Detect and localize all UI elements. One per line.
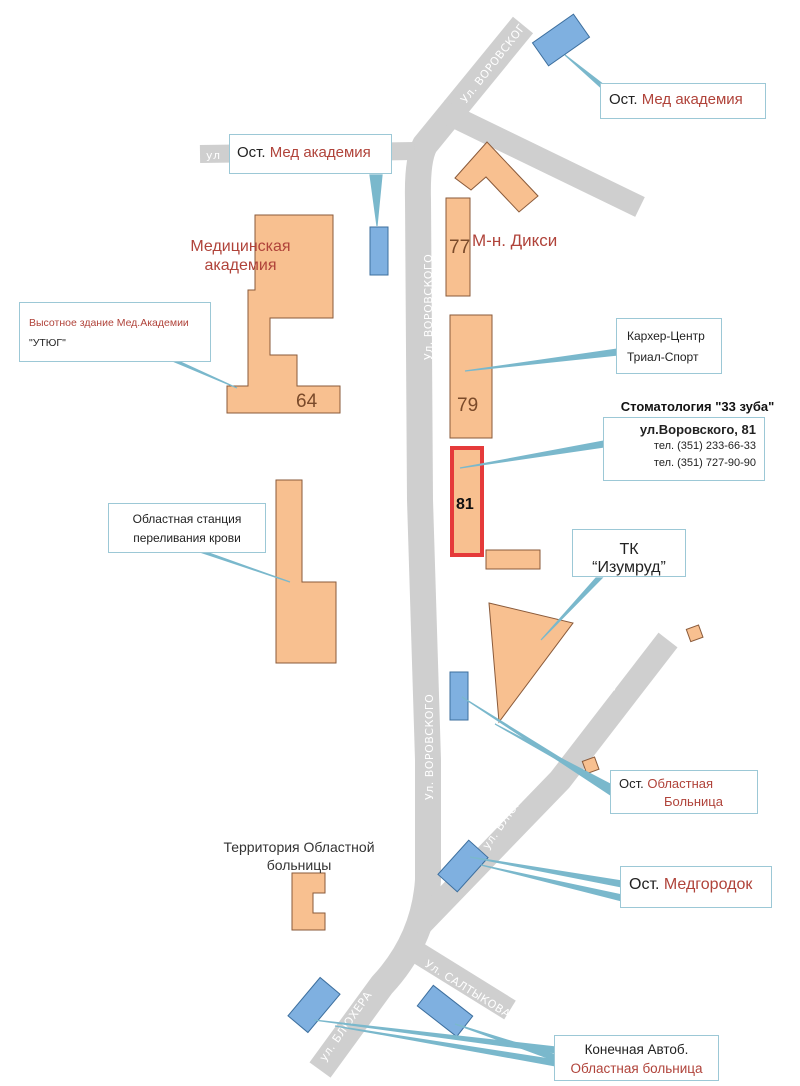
callout-tall-building-line1: Высотное здание Мед.Академии — [29, 317, 189, 329]
building-dixy-l — [454, 141, 539, 213]
label-dixy: М-н. Дикси — [472, 231, 558, 250]
callout-tall-building[interactable]: Высотное здание Мед.Академии "УТЮГ" — [19, 302, 211, 362]
callout-prefix: Ост. — [609, 91, 638, 108]
building-med-academy — [226, 214, 341, 414]
bus-stop-top-right[interactable] — [531, 13, 591, 67]
callout-karcher-line1: Кархер-Центр — [627, 329, 705, 343]
bus-stop-terminal-left[interactable] — [287, 976, 341, 1034]
callout-blood-station-line2: переливания крови — [133, 531, 241, 545]
callout-prefix: Ост. — [619, 776, 644, 791]
street-label-vorovskogo-low: Ул. ВОРОВСКОГО — [423, 694, 436, 800]
callout-terminal-bus[interactable]: Конечная Автоб. Областная больница — [554, 1035, 719, 1081]
callout-karcher[interactable]: Кархер-Центр Триал-Спорт — [616, 318, 722, 374]
callout-izumrud[interactable]: ТК “Изумруд” — [572, 529, 686, 577]
road-vorovskogo — [309, 16, 534, 1078]
bus-stop-medgorodok[interactable] — [437, 839, 489, 893]
building-hospital-territory — [291, 872, 326, 931]
building-blood-station — [275, 479, 337, 664]
bus-stops — [287, 13, 591, 1038]
callout-stop-med-top-right[interactable]: Ост. Мед академия — [600, 83, 766, 119]
callout-stop-medgorodok[interactable]: Ост. Медгородок — [620, 866, 772, 908]
callout-stop-name: Областная — [647, 776, 714, 791]
callout-stop-name: Мед академия — [641, 91, 743, 108]
callout-dentistry-address: ул.Воровского, 81 — [639, 422, 756, 437]
leader-lines — [169, 54, 623, 1067]
label-hospital-territory: Территория Областной больницы — [223, 839, 375, 873]
callout-prefix: Ост. — [629, 876, 660, 893]
callout-stop-hospital[interactable]: Ост. Областная Больница — [610, 770, 758, 814]
callout-terminal-line1: Конечная Автоб. — [584, 1042, 689, 1057]
bus-stop-hospital[interactable] — [449, 671, 469, 721]
building-number-79: 79 — [457, 395, 478, 416]
street-label-side-left: ул — [206, 149, 221, 162]
callout-dentistry-phone2: тел. (351) 727-90-90 — [653, 457, 756, 469]
callout-terminal-line2: Областная больница — [570, 1061, 703, 1076]
building-77 — [445, 197, 471, 297]
callout-prefix: Ост. — [237, 144, 266, 161]
building-small-square-a — [685, 624, 704, 643]
building-number-64: 64 — [296, 391, 318, 412]
callout-stop-name: Мед академия — [269, 144, 371, 161]
callout-tall-building-line2: "УТЮГ" — [29, 337, 66, 349]
road-upper-right — [435, 100, 645, 217]
building-small-right-81 — [485, 549, 541, 570]
leader-stop-med-left — [369, 174, 383, 227]
leader-medgorodok-a — [469, 856, 623, 888]
callout-stop-med-left[interactable]: Ост. Мед академия — [229, 134, 392, 174]
callout-karcher-line2: Триал-Спорт — [627, 350, 699, 364]
buildings — [226, 141, 704, 931]
callout-blood-station-line1: Областная станция — [132, 512, 242, 526]
street-label-vorovskogo-top: Ул. ВОРОВСКОГО — [458, 14, 534, 106]
callout-stop-name: Медгородок — [663, 876, 753, 893]
label-med-academy: Медицинская академия — [190, 238, 291, 274]
building-izumrud — [488, 602, 574, 724]
road-saltykova — [404, 938, 516, 1020]
callout-stop-hospital-line2: Больница — [664, 794, 723, 809]
callout-stop-hospital-line1: Ост. Областная — [619, 775, 749, 793]
callout-dentistry-title: Стоматология "33 зуба" — [620, 399, 775, 414]
street-label-vorovskogo-mid: Ул. ВОРОВСКОГО — [422, 254, 435, 360]
building-small-square-b — [581, 756, 600, 775]
callout-dentistry-phone1: тел. (351) 233-66-33 — [653, 440, 756, 452]
leader-tall-building — [169, 359, 238, 389]
building-number-81: 81 — [456, 496, 474, 513]
callout-blood-station[interactable]: Областная станция переливания крови — [108, 503, 266, 553]
building-79 — [449, 314, 493, 439]
building-number-77: 77 — [449, 237, 470, 258]
bus-stop-med-left[interactable] — [369, 226, 389, 276]
leader-izumrud — [540, 577, 604, 641]
callout-dentistry[interactable]: ул.Воровского, 81 тел. (351) 233-66-33 т… — [603, 417, 765, 481]
